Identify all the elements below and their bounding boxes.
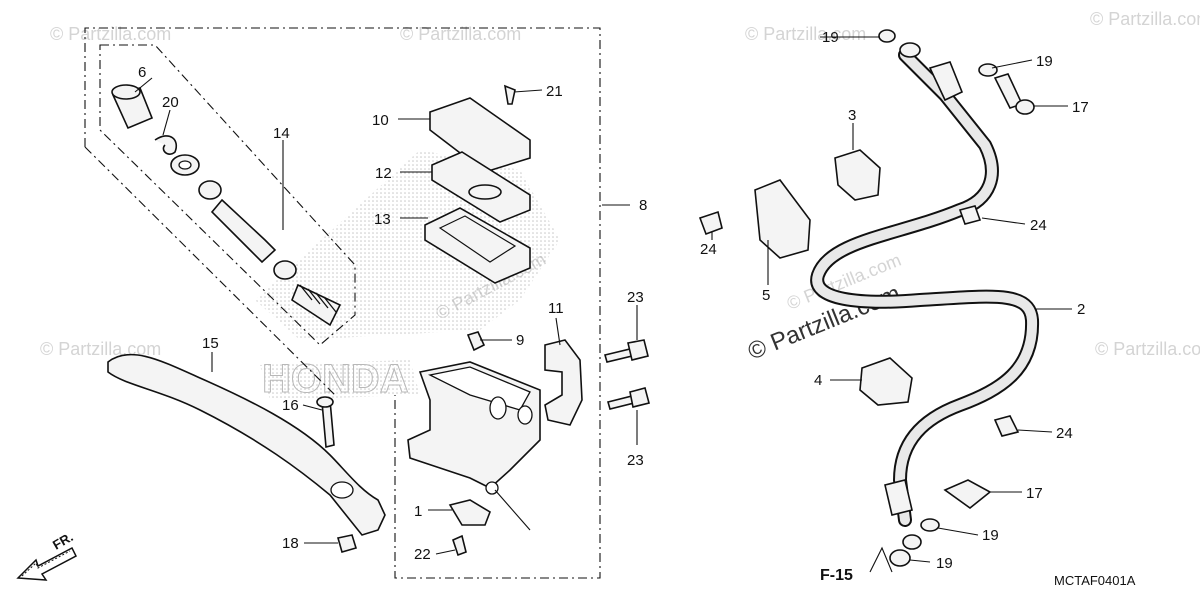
watermark-text: © Partzilla.com	[1090, 9, 1200, 29]
callout-2: 2	[1077, 301, 1085, 318]
washer-19	[899, 42, 921, 58]
callout-24: 24	[1056, 425, 1073, 442]
leader-lines	[134, 36, 1072, 573]
reservoir-cap-stack	[424, 84, 531, 284]
callout-13: 13	[374, 211, 391, 228]
spring	[291, 283, 342, 327]
callout-19: 19	[822, 29, 839, 46]
callout-11: 11	[548, 300, 564, 317]
watermark-text: © Partzilla.com	[400, 24, 521, 44]
bolts-23	[604, 339, 650, 410]
piston	[210, 198, 277, 264]
clamp-4	[859, 357, 913, 406]
watermark-text: © Partzilla.com	[1095, 339, 1200, 359]
switch-1	[448, 499, 491, 526]
cap-10	[429, 97, 531, 173]
callout-23: 23	[627, 289, 644, 306]
callout-19: 19	[982, 527, 999, 544]
hose-fitting-top	[928, 61, 964, 102]
brand-lettering: HONDA	[262, 357, 409, 401]
callout-19: 19	[936, 555, 953, 572]
front-arrow-icon	[16, 546, 77, 581]
hose-fitting-bottom	[884, 479, 913, 516]
circlip-20	[154, 135, 177, 155]
callout-17: 17	[1026, 485, 1043, 502]
outline-diagonal	[84, 146, 336, 396]
callout-17: 17	[1072, 99, 1089, 116]
callout-21: 21	[546, 83, 563, 100]
diagram-code: MCTAF0401A	[1054, 573, 1136, 588]
callout-6: 6	[138, 64, 146, 81]
watermark-text: © Partzilla.com	[50, 24, 171, 44]
holder-11	[544, 339, 583, 426]
callout-18: 18	[282, 535, 299, 552]
callout-14: 14	[273, 125, 290, 142]
callout-20: 20	[162, 94, 179, 111]
callout-15: 15	[202, 335, 219, 352]
piston-set-outline	[99, 44, 356, 346]
watermark-text: © Partzilla.com	[745, 24, 866, 44]
reference-label: F-15	[820, 567, 853, 584]
callout-10: 10	[372, 112, 389, 129]
callout-5: 5	[762, 287, 770, 304]
brake-lever	[107, 353, 386, 553]
clamp-3	[834, 149, 881, 201]
clip-9	[466, 331, 486, 352]
bolt-24b	[958, 205, 982, 225]
front-direction-indicator: FR.	[16, 529, 77, 581]
diaphragm-13	[424, 207, 531, 284]
nut-18	[336, 534, 358, 553]
screw-22	[452, 534, 467, 557]
callout-9: 9	[516, 332, 524, 349]
callout-8: 8	[639, 197, 647, 214]
callout-22: 22	[414, 546, 431, 563]
bolt-17-bottom	[943, 479, 992, 510]
callout-1: 1	[414, 503, 422, 520]
callout-24: 24	[1030, 217, 1047, 234]
bracket-5	[754, 179, 811, 259]
callout-3: 3	[848, 107, 856, 124]
callout-labels: 6 20 14 10 12 13 21 8 9 11 23 23 15 16 1…	[138, 29, 1089, 572]
master-cylinder-body	[407, 331, 583, 557]
callout-23: 23	[627, 452, 644, 469]
bolt-24c	[993, 415, 1020, 437]
callout-4: 4	[814, 372, 822, 389]
reference-marker: F-15	[820, 567, 853, 584]
group-outlines	[84, 27, 601, 579]
piston-set	[111, 84, 342, 327]
callout-24: 24	[700, 241, 717, 258]
screw-21	[503, 84, 516, 105]
washer-19-bottom	[889, 549, 911, 567]
bolt-24a	[698, 210, 723, 236]
master-cylinder-assy-outline	[84, 27, 601, 579]
callout-12: 12	[375, 165, 392, 182]
callout-19: 19	[1036, 53, 1053, 70]
callout-16: 16	[282, 397, 299, 414]
hose-assembly	[698, 29, 1040, 567]
